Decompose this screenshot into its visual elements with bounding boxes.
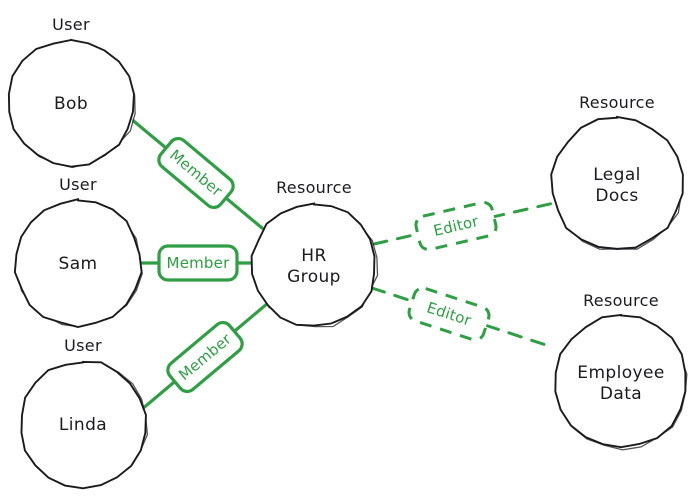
edge-label-bob-hr[interactable]: Member (155, 135, 237, 211)
edge-label-hr-legal[interactable]: Editor (414, 200, 498, 252)
edge-label-hr-employee[interactable]: Editor (407, 286, 492, 342)
node-type-label: Resource (579, 93, 655, 112)
node-type-label: Resource (276, 178, 352, 197)
node-outline (554, 313, 687, 449)
node-type-label: Resource (583, 291, 659, 310)
edge-hr-legal[interactable] (372, 201, 556, 246)
node-type-label: User (52, 15, 90, 34)
edge-label-sam-hr[interactable]: Member (157, 244, 239, 282)
node-type-label: User (64, 336, 102, 355)
edge-label-box (407, 286, 491, 342)
node-name-label: Linda (59, 415, 107, 435)
node-outline (20, 360, 147, 490)
node-name-label: Sam (59, 254, 98, 274)
node-outline (550, 115, 684, 250)
edge-label-box (414, 200, 498, 252)
node-outline (250, 202, 376, 327)
node-type-label: User (59, 175, 97, 194)
edge-label-linda-hr[interactable]: Member (164, 319, 246, 395)
node-outline (13, 197, 143, 328)
edge-label-box (157, 136, 235, 210)
edge-label-text: Member (167, 254, 231, 272)
node-outline (7, 38, 135, 168)
edge-hr-employee[interactable] (370, 286, 551, 348)
node-name-label: Bob (54, 94, 88, 114)
edge-label-box (157, 244, 239, 282)
edge-label-box (166, 320, 244, 394)
